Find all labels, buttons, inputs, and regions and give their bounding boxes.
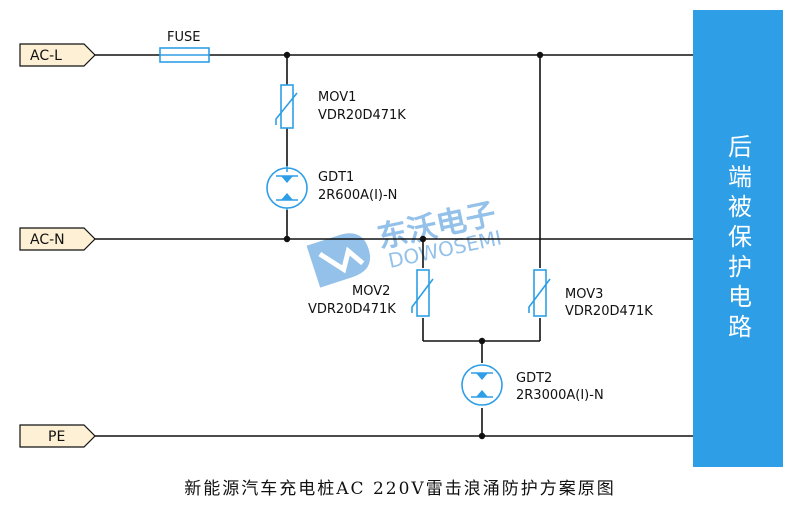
mov3-name: MOV3 (565, 287, 603, 302)
gdt2-name: GDT2 (516, 371, 552, 386)
mov1-part: VDR20D471K (318, 108, 406, 123)
mov2-symbol (411, 269, 434, 317)
junctions (283, 51, 544, 440)
port-ac-n: AC-N (19, 227, 96, 251)
gdt2-part: 2R3000A(I)-N (516, 388, 604, 403)
mov2-name: MOV2 (352, 284, 390, 299)
port-ac-l-label: AC-L (30, 48, 62, 64)
mov2-part: VDR20D471K (308, 302, 396, 317)
mov3-part: VDR20D471K (565, 304, 653, 319)
gdt2-symbol (461, 364, 503, 406)
diagram-caption: 新能源汽车充电桩AC 220V雷击浪涌防护方案原图 (184, 479, 616, 499)
watermark-logo: 东沃电子 DOWOSEMI (306, 197, 504, 288)
fuse-label: FUSE (167, 30, 200, 45)
gdt1-name: GDT1 (318, 170, 354, 185)
mov1-name: MOV1 (318, 90, 356, 105)
protected-circuit-label-wrap: 后端被保护电路 (693, 10, 783, 467)
mov1-symbol (275, 84, 298, 129)
port-pe-label: PE (48, 429, 65, 445)
port-ac-l: AC-L (19, 43, 96, 67)
port-pe: PE (19, 424, 96, 448)
mov3-symbol (528, 269, 551, 317)
gdt1-part: 2R600A(I)-N (318, 188, 397, 203)
fuse-symbol (159, 47, 210, 63)
gdt1-symbol (266, 166, 308, 210)
protected-circuit-label: 后端被保护电路 (723, 133, 752, 344)
port-ac-n-label: AC-N (30, 232, 65, 248)
protected-circuit-block (693, 10, 783, 467)
